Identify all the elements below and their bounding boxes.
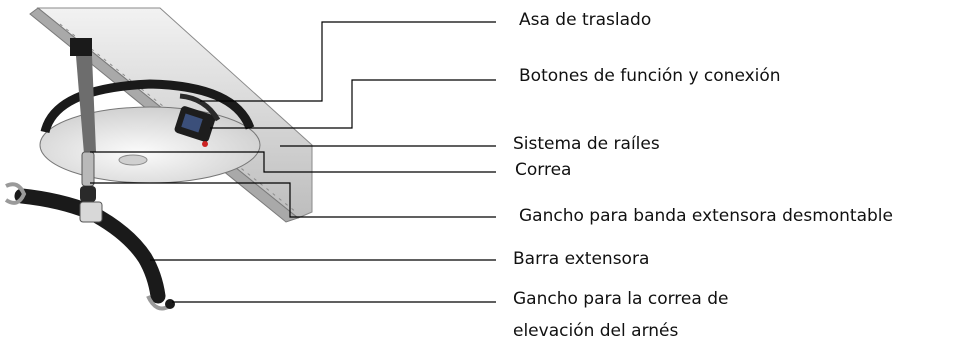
spreader-bar [14,188,166,304]
label-harness-hook-line2: elevación del arnés [513,321,679,341]
leader-lines [90,21,496,303]
leader-asa [200,21,496,102]
function-buttons-panel [174,106,216,147]
label-spreader-bar: Barra extensora [513,249,650,269]
transfer-handle [179,93,221,122]
leader-botones [210,79,496,129]
strap [70,38,96,154]
leader-gancho-banda [90,182,496,218]
label-strap: Correa [515,160,572,180]
label-transfer-handle: Asa de traslado [519,10,652,30]
label-spreader-hook: Gancho para banda extensora desmontable [519,206,893,226]
label-rail-system: Sistema de raíles [513,134,660,154]
label-harness-hook-line1: Gancho para la correa de [513,289,729,309]
leader-correa [90,151,496,173]
label-function-buttons: Botones de función y conexión [519,66,781,86]
spreader-bar-hook [80,151,96,202]
